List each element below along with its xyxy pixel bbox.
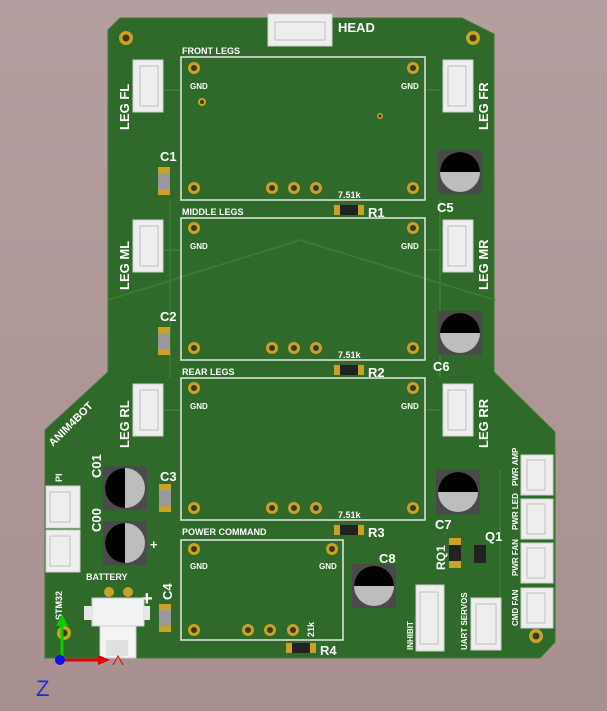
q1-label: Q1 bbox=[485, 529, 502, 544]
r4-label: R4 bbox=[320, 643, 337, 658]
head-connector[interactable] bbox=[267, 13, 333, 47]
pwr-led-label: PWR LED bbox=[511, 493, 520, 530]
leg-connectors[interactable] bbox=[132, 59, 474, 437]
r3-label: R3 bbox=[368, 525, 385, 540]
resistor-value: 7.51k bbox=[338, 510, 362, 520]
c6-label: C6 bbox=[433, 359, 450, 374]
c01-label: C01 bbox=[89, 454, 104, 478]
axis-gizmo bbox=[55, 614, 124, 666]
c2-label: C2 bbox=[160, 309, 177, 324]
module-title: MIDDLE LEGS bbox=[182, 207, 244, 217]
cmd-fan-label: CMD FAN bbox=[511, 589, 520, 626]
c1-label: C1 bbox=[160, 149, 177, 164]
smd-capacitors bbox=[158, 167, 486, 632]
leg-ml-label: LEG ML bbox=[117, 241, 132, 290]
resistors bbox=[286, 205, 364, 653]
pcb-board bbox=[44, 17, 556, 659]
module-front-legs: FRONT LEGS GND GND 7.51k bbox=[180, 46, 426, 201]
electrolytic-capacitor bbox=[438, 311, 482, 355]
battery-label: BATTERY bbox=[86, 572, 128, 582]
c4-label: C4 bbox=[160, 583, 175, 600]
leg-fr-label: LEG FR bbox=[476, 82, 491, 130]
c3-label: C3 bbox=[160, 469, 177, 484]
module-title: POWER COMMAND bbox=[182, 527, 267, 537]
stm32-label: STM32 bbox=[54, 591, 64, 620]
r1-label: R1 bbox=[368, 205, 385, 220]
gnd-label: GND bbox=[190, 82, 208, 91]
electrolytic-capacitor bbox=[352, 564, 396, 608]
battery-plus: + bbox=[141, 588, 153, 610]
module-title: REAR LEGS bbox=[182, 367, 235, 377]
module-middle-legs: MIDDLE LEGS GND GND 7.51k bbox=[180, 207, 426, 361]
leg-rr-label: LEG RR bbox=[476, 398, 491, 448]
c00-label: C00 bbox=[89, 508, 104, 532]
battery-connector[interactable] bbox=[84, 587, 150, 659]
electrolytic-capacitors bbox=[103, 150, 482, 608]
head-label: HEAD bbox=[338, 20, 375, 35]
gnd-label: GND bbox=[190, 242, 208, 251]
module-title: FRONT LEGS bbox=[182, 46, 240, 56]
pi-label: PI bbox=[54, 473, 64, 482]
pwr-fan-label: PWR FAN bbox=[511, 539, 520, 576]
bottom-connectors[interactable] bbox=[415, 584, 502, 652]
electrolytic-capacitor bbox=[438, 150, 482, 194]
resistor-value: 7.51k bbox=[338, 350, 362, 360]
gnd-label: GND bbox=[401, 402, 419, 411]
gnd-label: GND bbox=[401, 242, 419, 251]
resistor-value: 7.51k bbox=[338, 190, 362, 200]
gnd-label: GND bbox=[319, 562, 337, 571]
r2-label: R2 bbox=[368, 365, 385, 380]
module-rear-legs: REAR LEGS GND GND 7.51k bbox=[180, 367, 426, 521]
leg-mr-label: LEG MR bbox=[476, 239, 491, 290]
inhibit-label: INHIBIT bbox=[406, 621, 415, 650]
module-power-command: POWER COMMAND GND GND 21k bbox=[180, 527, 344, 641]
left-connectors[interactable] bbox=[45, 485, 81, 573]
gnd-label: GND bbox=[190, 402, 208, 411]
electrolytic-capacitor bbox=[103, 521, 147, 565]
c5-label: C5 bbox=[437, 200, 454, 215]
module-pads bbox=[188, 62, 419, 636]
right-connectors[interactable] bbox=[520, 454, 554, 629]
rq1-label: RQ1 bbox=[434, 545, 448, 570]
c8-label: C8 bbox=[379, 551, 396, 566]
c00-plus: + bbox=[150, 537, 158, 552]
uart-servos-label: UART SERVOS bbox=[460, 592, 469, 650]
gnd-label: GND bbox=[401, 82, 419, 91]
resistor-value: 21k bbox=[306, 621, 316, 637]
electrolytic-capacitor bbox=[436, 470, 480, 514]
gnd-label: GND bbox=[190, 562, 208, 571]
leg-fl-label: LEG FL bbox=[117, 84, 132, 130]
pwr-amp-label: PWR AMP bbox=[511, 447, 520, 486]
axis-z-label: Z bbox=[36, 676, 49, 701]
electrolytic-capacitor bbox=[103, 466, 147, 510]
c7-label: C7 bbox=[435, 517, 452, 532]
leg-rl-label: LEG RL bbox=[117, 400, 132, 448]
